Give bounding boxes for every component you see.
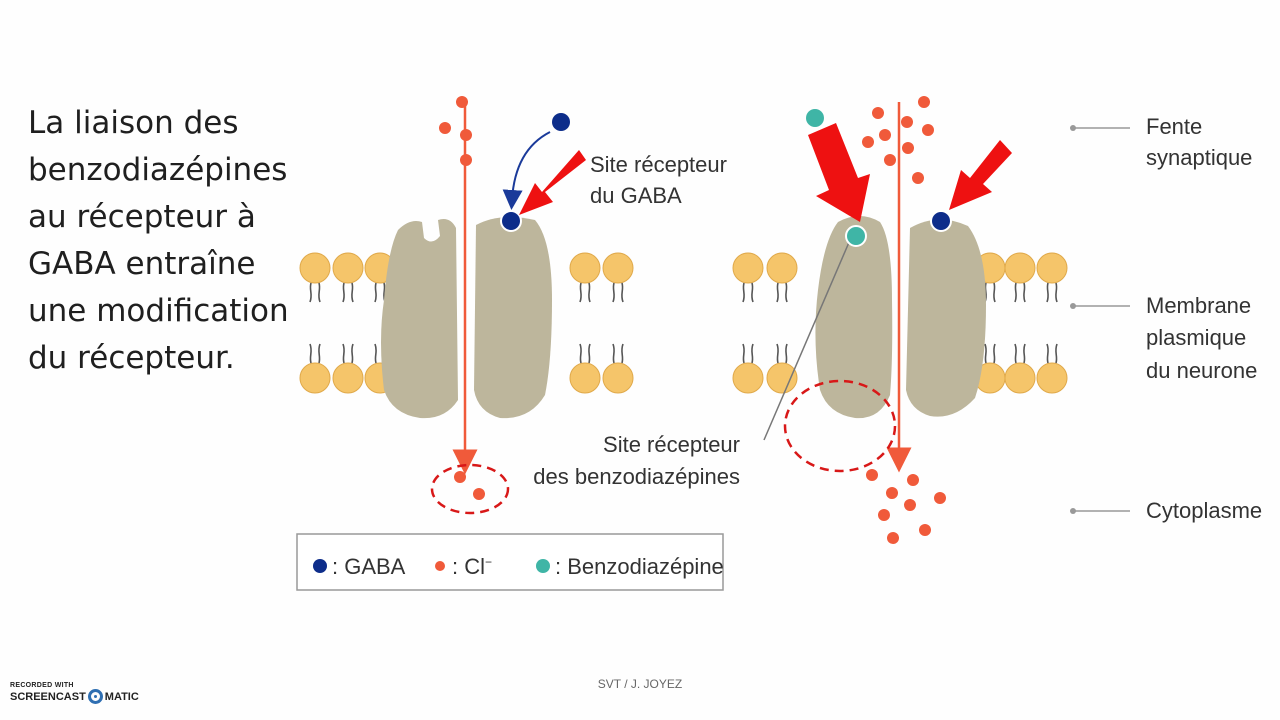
svg-text:Membrane: Membrane: [1146, 293, 1251, 318]
main-text-line: une modification: [28, 293, 289, 329]
label-fente: Fente synaptique: [1070, 114, 1252, 170]
label-benzo-site-line1: Site récepteur: [603, 432, 740, 457]
label-gaba-site-line2: du GABA: [590, 183, 682, 208]
membrane-left: [299, 252, 634, 394]
svg-text:Fente: Fente: [1146, 114, 1202, 139]
legend-benzo-marker: [536, 559, 550, 573]
benzodiazepine-free: [806, 109, 824, 127]
screencast-watermark: RECORDED WITH SCREENCAST MATIC: [10, 682, 139, 704]
highlight-circle-right: [783, 379, 897, 473]
legend: : GABA : Cl− : Benzodiazépine: [296, 533, 724, 591]
gaba-bound-right: [930, 210, 952, 232]
svg-text:Cytoplasme: Cytoplasme: [1146, 498, 1262, 523]
legend-cl-marker: [435, 561, 445, 571]
benzodiazepine-bound: [845, 225, 867, 247]
legend-cl-label: : Cl−: [452, 554, 492, 579]
legend-benzo-label: : Benzodiazépine: [555, 554, 724, 579]
main-text-line: du récepteur.: [28, 340, 235, 376]
main-text: La liaison des benzodiazépines au récept…: [28, 100, 308, 382]
label-cytoplasme: Cytoplasme: [1070, 498, 1262, 523]
label-benzo-site-line2: des benzodiazépines: [533, 464, 740, 489]
screencast-logo-icon: [87, 689, 103, 704]
highlight-circle-left: [430, 463, 510, 515]
legend-gaba-marker: [313, 559, 327, 573]
red-arrow-gaba-right: [949, 140, 1012, 210]
gaba-left: [500, 113, 570, 232]
legend-gaba-label: : GABA: [332, 554, 406, 579]
main-text-line: La liaison des: [28, 105, 239, 141]
pointer-benzo-site: [763, 239, 851, 441]
main-text-line: GABA entraîne: [28, 246, 256, 282]
footer-credit: SVT / J. JOYEZ: [597, 677, 683, 691]
svg-text:plasmique: plasmique: [1146, 325, 1246, 350]
label-gaba-site-line1: Site récepteur: [590, 152, 727, 177]
main-text-line: au récepteur à: [28, 199, 256, 235]
label-membrane: Membrane plasmique du neurone: [1070, 293, 1257, 383]
red-arrow-benzo: [808, 123, 870, 222]
main-text-line: benzodiazépines: [28, 152, 288, 188]
chloride-ions-left: [439, 96, 485, 500]
red-arrow-gaba-left: [519, 150, 586, 215]
receptor-right: [763, 102, 986, 473]
svg-text:du neurone: du neurone: [1146, 358, 1257, 383]
chloride-ions-right: [862, 96, 946, 544]
receptor-left: [381, 98, 552, 475]
svg-text:synaptique: synaptique: [1146, 145, 1252, 170]
